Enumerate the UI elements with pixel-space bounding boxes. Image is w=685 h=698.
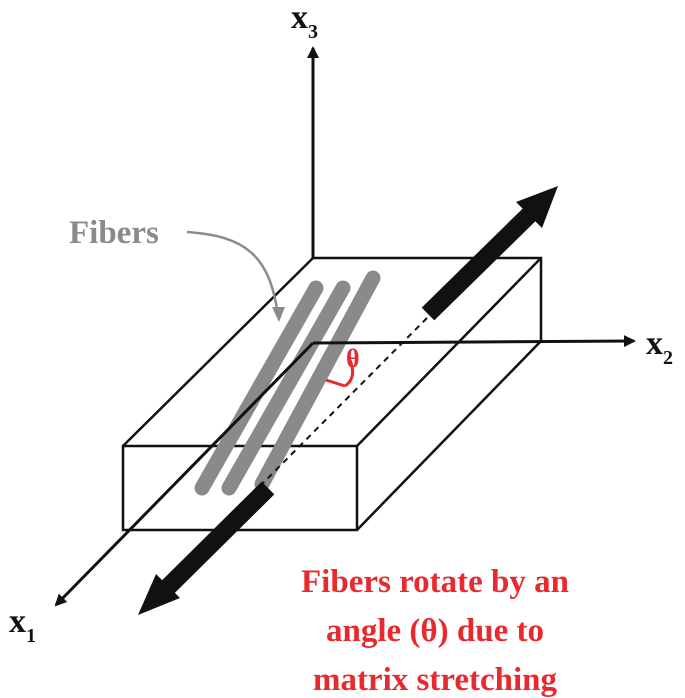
angle-arc [344, 359, 355, 388]
fiber-2 [221, 280, 351, 496]
angle-arc-tick [325, 378, 346, 388]
theta-label: θ [346, 344, 360, 373]
x2-axis-label: x2 [646, 325, 673, 369]
stretch-arrow-lower-shaft [158, 481, 275, 597]
caption-line-1: Fibers rotate by an [301, 564, 569, 600]
x1-axis [54, 341, 315, 607]
caption-line-2: angle (θ) due to [326, 613, 544, 649]
fiber-1 [194, 280, 324, 496]
fibers-callout-pointer [186, 230, 280, 317]
caption-line-3: matrix stretching [313, 662, 558, 698]
stretch-arrow-lower-head [138, 574, 180, 615]
x3-axis-label: x3 [291, 0, 318, 43]
caption: Fibers rotate by an angle (θ) due to mat… [301, 564, 569, 698]
stretch-arrow-upper-head [516, 186, 558, 228]
stretch-arrow-upper-shaft [421, 205, 539, 321]
x1-axis-label: x1 [9, 603, 36, 647]
fiber-3 [254, 270, 381, 492]
fibers [194, 270, 381, 496]
x2-axis [312, 335, 636, 348]
fibers-callout-arrowhead [272, 307, 285, 322]
fibers-label: Fibers [69, 215, 159, 251]
